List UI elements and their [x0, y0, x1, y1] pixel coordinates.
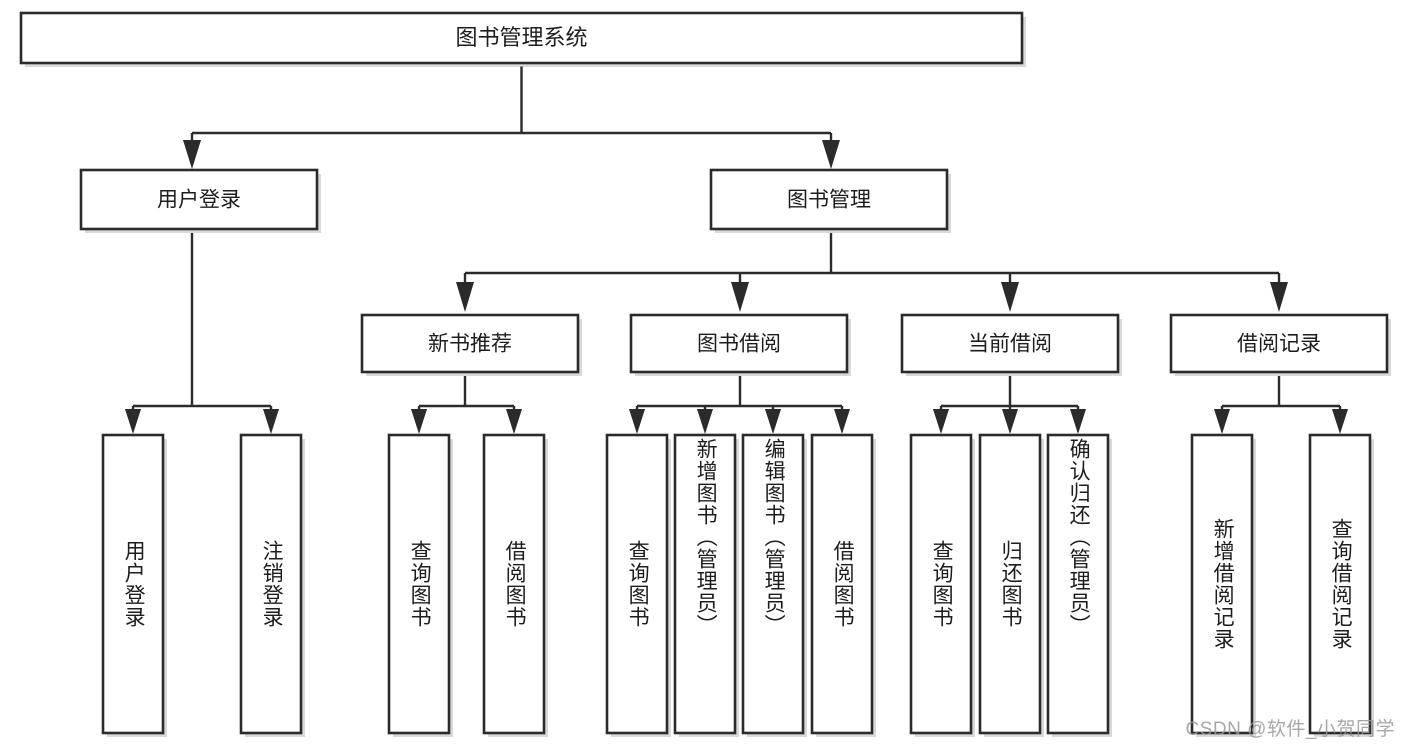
connector-group-borrow-record [1214, 376, 1348, 434]
node-new-book-label: 新书推荐 [428, 333, 512, 356]
node-new-book-recommend[interactable]: 新书推荐 [360, 313, 582, 376]
leaf-node-borrow-record-2[interactable] [1308, 433, 1374, 737]
arrow-head-borrow-record [1270, 282, 1288, 312]
node-current-borrow-label: 当前借阅 [968, 333, 1052, 356]
leaf-node-new-book-2[interactable] [482, 433, 548, 737]
leaf-node-user-login-1[interactable] [101, 433, 167, 737]
node-root-system[interactable]: 图书管理系统 [19, 11, 1026, 67]
arrow-head-leaf-book-borrow-2 [697, 409, 713, 434]
node-new-book-rect [360, 313, 580, 374]
leaf-borrow-record-2-rect [1308, 433, 1372, 735]
arrow-head-leaf-book-borrow-3 [765, 409, 781, 434]
leaf-book-borrow-3-rect [741, 433, 805, 735]
connector-group-new-book [411, 376, 522, 434]
node-book-borrow[interactable]: 图书借阅 [629, 313, 851, 376]
node-book-manage-rect [709, 168, 949, 231]
arrow-head-current-borrow [1001, 282, 1019, 312]
node-root-rect [19, 11, 1024, 65]
leaf-node-book-borrow-1[interactable] [605, 433, 671, 737]
arrow-head-leaf-book-borrow-4 [834, 409, 850, 434]
node-current-borrow[interactable]: 当前借阅 [900, 313, 1122, 376]
leaf-node-current-borrow-1[interactable] [909, 433, 975, 737]
arrow-head-leaf-new-book-2 [506, 409, 522, 434]
arrow-head-leaf-user-login-2 [263, 409, 279, 434]
connector-group-book-borrow [629, 376, 850, 434]
connector-group-book-manage [456, 233, 1288, 312]
connector-group-root [183, 66, 840, 169]
leaf-book-borrow-4-rect [810, 433, 874, 735]
leaf-user-login-2-rect [239, 433, 303, 735]
node-book-manage-label: 图书管理 [787, 189, 871, 212]
node-book-borrow-label: 图书借阅 [697, 333, 781, 356]
node-user-login[interactable]: 用户登录 [79, 168, 321, 233]
node-user-login-label: 用户登录 [157, 189, 241, 212]
arrow-head-leaf-current-borrow-3 [1070, 409, 1086, 434]
arrow-head-leaf-book-borrow-1 [629, 409, 645, 434]
arrow-head-leaf-borrow-record-2 [1332, 409, 1348, 434]
arrow-head-book-borrow [731, 282, 749, 312]
leaf-node-book-borrow-3[interactable] [741, 433, 807, 737]
leaf-node-current-borrow-3[interactable] [1046, 433, 1112, 737]
arrow-head-leaf-borrow-record-1 [1214, 409, 1230, 434]
node-borrow-record[interactable]: 借阅记录 [1169, 313, 1391, 376]
leaf-book-borrow-1-rect [605, 433, 669, 735]
leaf-current-borrow-1-rect [909, 433, 973, 735]
node-user-login-rect [79, 168, 319, 231]
leaf-node-borrow-record-1[interactable] [1190, 433, 1256, 737]
leaf-current-borrow-3-rect [1046, 433, 1110, 735]
arrow-head-user-login [183, 140, 201, 169]
csdn-watermark: CSDN @软件_小贺同学 [1185, 719, 1395, 740]
connector-group-user-login [125, 233, 279, 434]
arrow-head-leaf-user-login-1 [125, 409, 141, 434]
leaf-new-book-1-rect [387, 433, 451, 735]
leaf-book-borrow-2-rect [673, 433, 737, 735]
leaf-node-new-book-1[interactable] [387, 433, 453, 737]
leaf-node-current-borrow-2[interactable] [978, 433, 1044, 737]
arrow-head-book-manage [822, 140, 840, 169]
leaf-node-book-borrow-4[interactable] [810, 433, 876, 737]
node-borrow-record-label: 借阅记录 [1237, 333, 1321, 356]
leaf-user-login-1-rect [101, 433, 165, 735]
connector-group-current-borrow [933, 376, 1086, 434]
leaf-current-borrow-2-rect [978, 433, 1042, 735]
leaf-node-user-login-2[interactable] [239, 433, 305, 737]
leaf-node-book-borrow-2[interactable] [673, 433, 739, 737]
node-root-label: 图书管理系统 [455, 25, 587, 50]
arrow-head-leaf-current-borrow-2 [1002, 409, 1018, 434]
node-current-borrow-rect [900, 313, 1120, 374]
arrow-head-new-book [456, 282, 474, 312]
node-borrow-record-rect [1169, 313, 1389, 374]
leaf-borrow-record-1-rect [1190, 433, 1254, 735]
node-book-borrow-rect [629, 313, 849, 374]
node-book-manage[interactable]: 图书管理 [709, 168, 951, 233]
leaf-new-book-2-rect [482, 433, 546, 735]
arrow-head-leaf-new-book-1 [411, 409, 427, 434]
arrow-head-leaf-current-borrow-1 [933, 409, 949, 434]
